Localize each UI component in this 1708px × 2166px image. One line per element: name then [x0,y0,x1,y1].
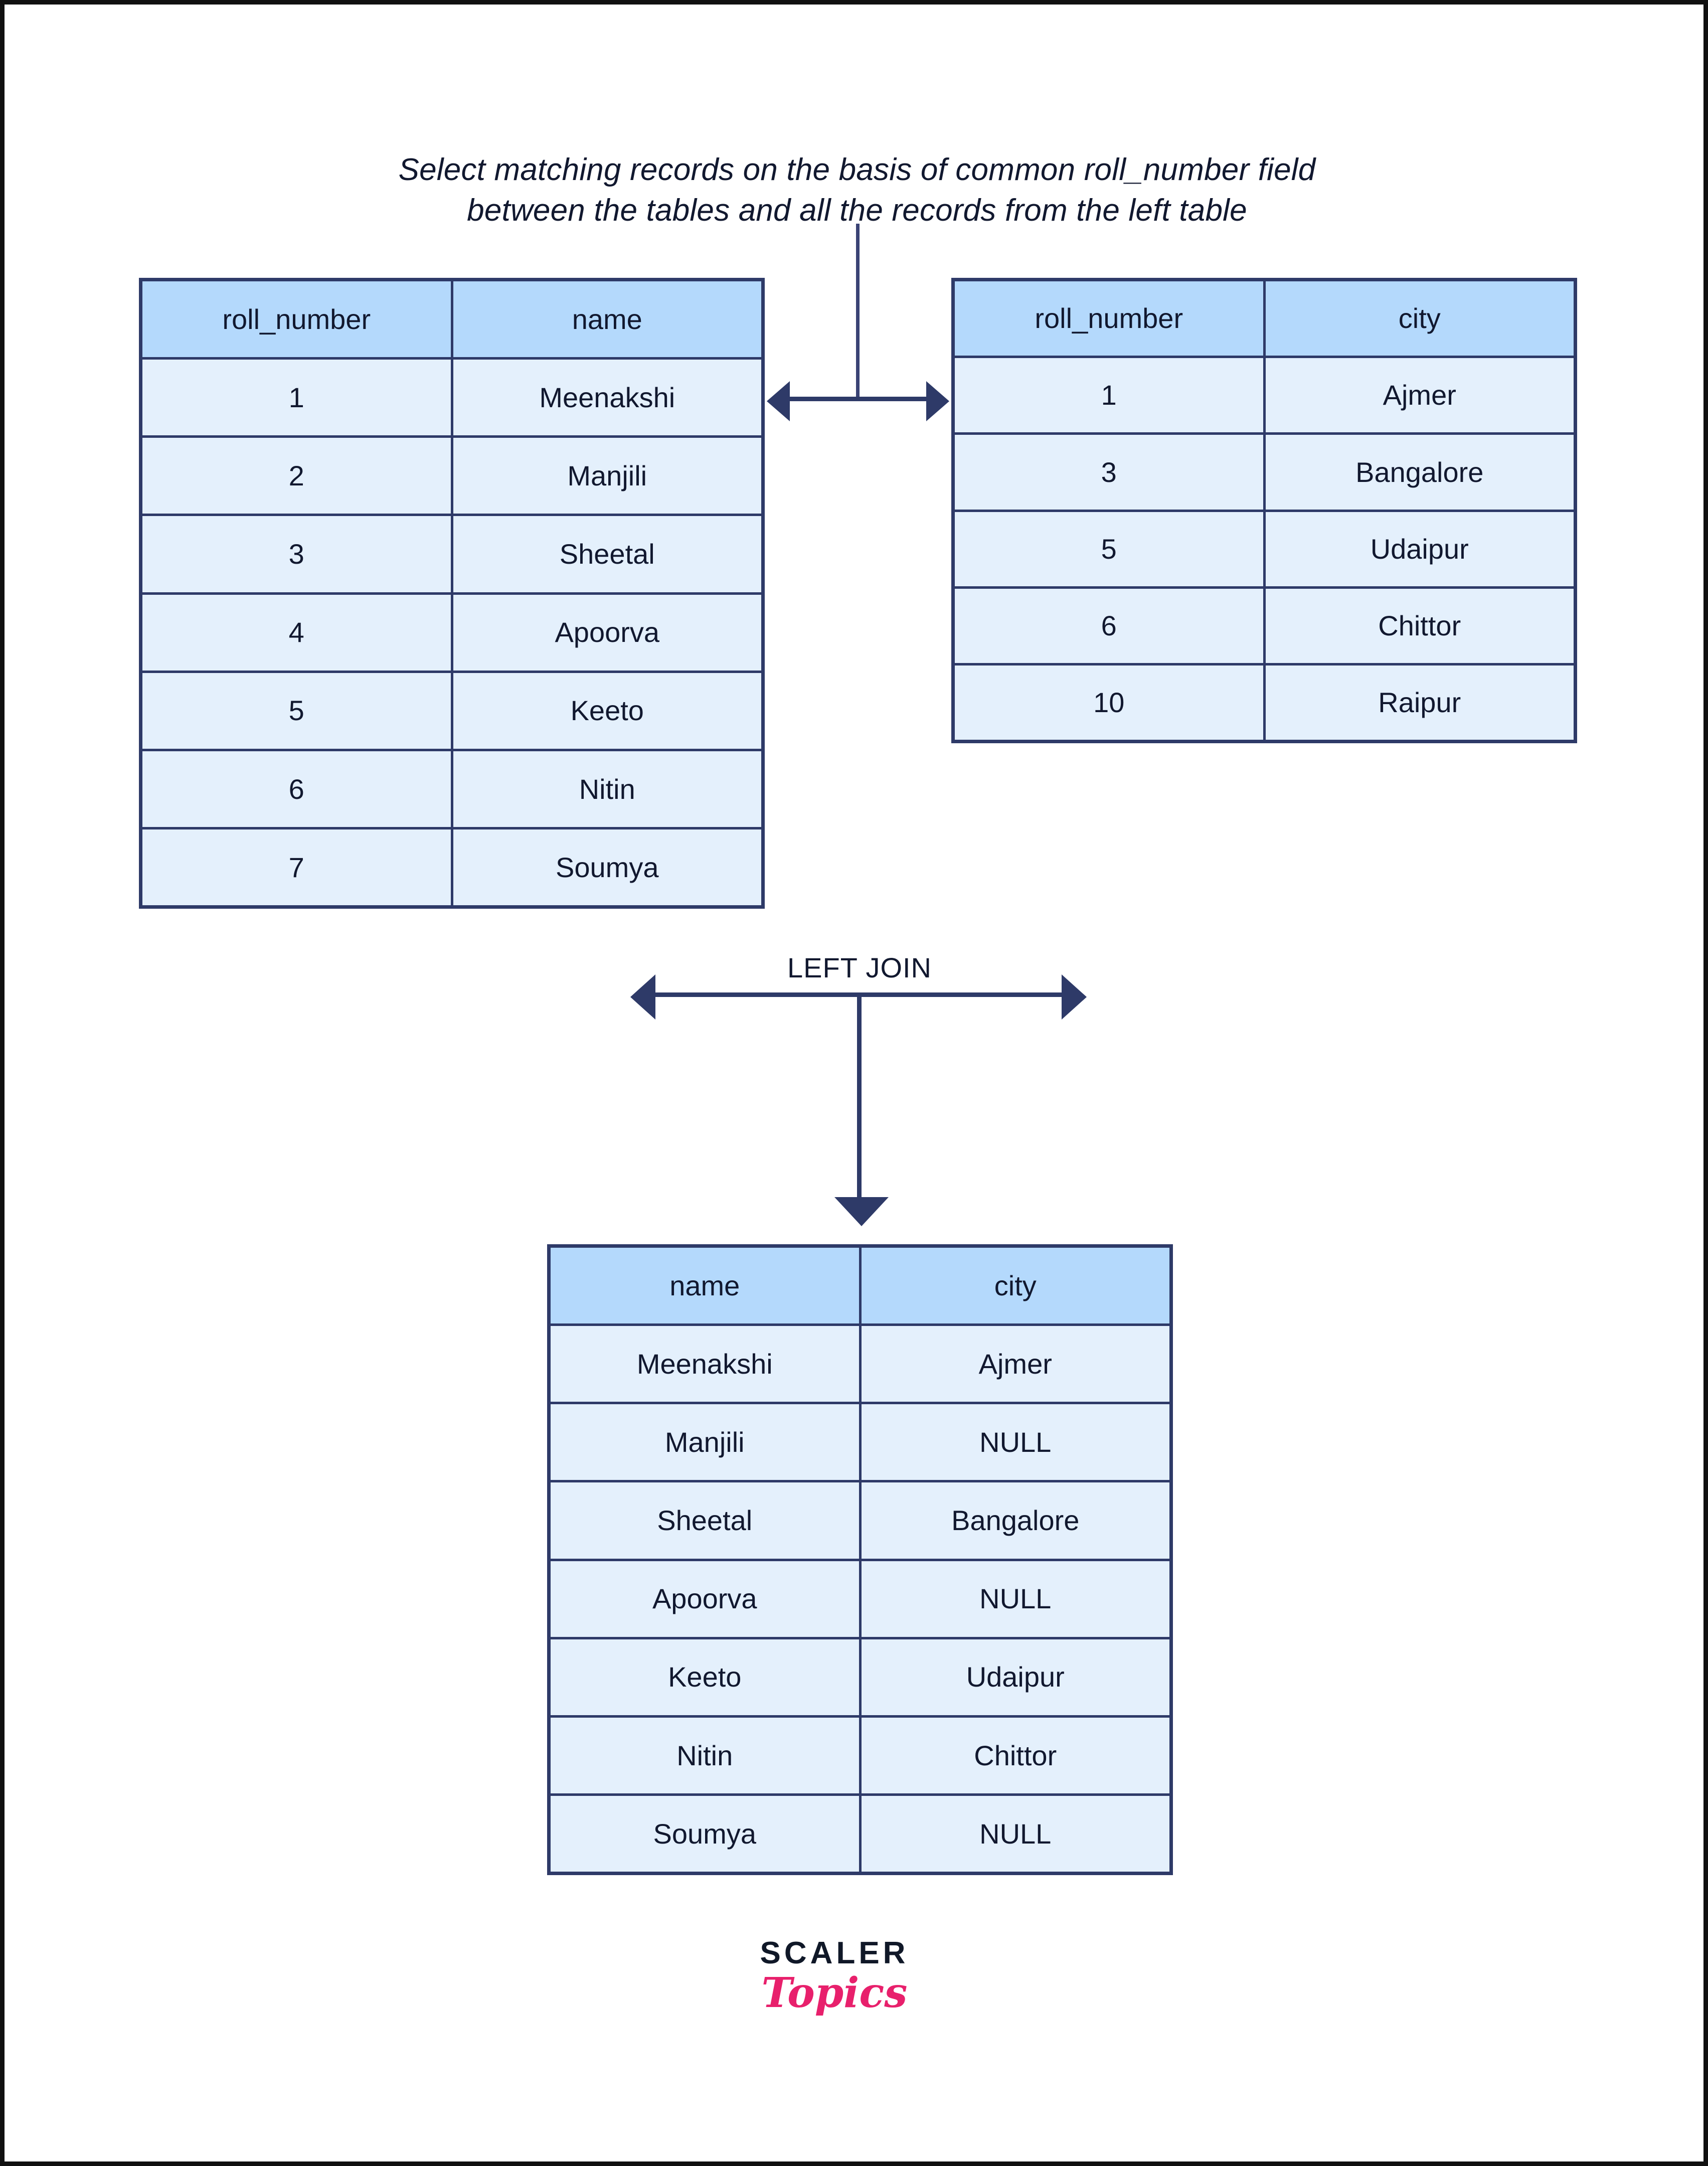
cell-roll-number: 7 [142,829,453,905]
right-arrowhead-icon [926,381,949,421]
table-row: 6 Nitin [142,751,761,829]
table-row: 1 Ajmer [955,358,1574,435]
table-row: Soumya NULL [551,1795,1169,1872]
table-row: Manjili NULL [551,1404,1169,1483]
left-arrowhead-icon [767,381,790,421]
cell-name: Apoorva [555,616,660,648]
caption-connector-line [856,224,860,399]
table-row: Keeto Udaipur [551,1639,1169,1718]
table-row: 6 Chittor [955,588,1574,665]
cell-name: Nitin [551,1717,862,1793]
cell-city: Raipur [1378,687,1461,719]
cell-city: NULL [979,1583,1052,1615]
cell-roll-number: 4 [142,594,453,671]
column-header-roll-number: roll_number [955,281,1266,356]
table-header-row: name city [551,1248,1169,1326]
table-row: 5 Udaipur [955,512,1574,589]
cell-roll-number: 6 [142,751,453,827]
table-row: 3 Sheetal [142,516,761,595]
cell-name: Apoorva [551,1561,862,1637]
column-header-roll-number: roll_number [142,281,453,358]
right-source-table: roll_number city 1 Ajmer 3 Bangalore 5 U… [951,278,1577,743]
cell-roll-number: 6 [955,588,1266,663]
cell-name: Sheetal [559,538,655,570]
cell-city: Udaipur [1370,533,1469,565]
column-header-name: name [572,303,642,335]
diagram-caption: Select matching records on the basis of … [255,150,1459,231]
table-row: 2 Manjili [142,438,761,517]
table-row: 5 Keeto [142,673,761,751]
down-arrowhead-icon [834,1197,889,1226]
cell-city: Ajmer [1383,379,1456,411]
cell-name: Soumya [551,1795,862,1872]
cell-roll-number: 1 [142,360,453,436]
table-row: 4 Apoorva [142,594,761,673]
column-header-name: name [551,1248,862,1324]
cell-roll-number: 5 [142,673,453,749]
cell-city: Udaipur [966,1661,1065,1693]
table-row: 7 Soumya [142,829,761,905]
caption-line-1: Select matching records on the basis of … [398,152,1316,187]
caption-line-2: between the tables and all the records f… [467,193,1247,228]
cell-name: Keeto [551,1639,862,1715]
table-header-row: roll_number name [142,281,761,360]
cell-name: Keeto [570,695,644,727]
cell-name: Meenakshi [551,1326,862,1402]
table-row: 1 Meenakshi [142,360,761,438]
cell-roll-number: 2 [142,438,453,514]
cell-city: Chittor [974,1739,1057,1771]
table-row: 3 Bangalore [955,435,1574,512]
cell-roll-number: 5 [955,512,1266,586]
join-result-table: name city Meenakshi Ajmer Manjili NULL S… [547,1244,1173,1875]
left-source-table: roll_number name 1 Meenakshi 2 Manjili 3… [139,278,765,909]
left-join-label: LEFT JOIN [787,952,932,983]
table-row: Sheetal Bangalore [551,1482,1169,1561]
cell-name: Meenakshi [539,381,675,413]
cell-city: NULL [979,1426,1052,1458]
logo-secondary-text: Topics [761,1969,908,2017]
cell-name: Manjili [551,1404,862,1480]
logo-primary-text: SCALER [760,1936,909,1970]
column-header-city: city [994,1269,1037,1301]
table-row: 10 Raipur [955,665,1574,740]
left-arrowhead-icon [630,974,655,1020]
left-join-arrow-line [652,992,1065,997]
cell-roll-number: 1 [955,358,1266,433]
cell-name: Sheetal [551,1482,862,1559]
cell-city: Chittor [1378,609,1461,641]
table-row: Meenakshi Ajmer [551,1326,1169,1405]
cell-roll-number: 3 [955,435,1266,510]
cell-city: Bangalore [951,1505,1080,1537]
cell-roll-number: 3 [142,516,453,592]
scaler-topics-logo: SCALER Topics [727,1935,942,2017]
cell-name: Soumya [556,851,659,883]
tables-connector-line [787,397,928,401]
table-header-row: roll_number city [955,281,1574,359]
cell-city: Ajmer [978,1348,1052,1380]
table-row: Nitin Chittor [551,1717,1169,1796]
result-connector-line [857,996,862,1200]
column-header-city: city [1398,302,1441,335]
cell-name: Nitin [579,773,635,805]
right-arrowhead-icon [1062,974,1087,1020]
cell-roll-number: 10 [955,665,1266,740]
cell-city: Bangalore [1355,456,1484,488]
cell-city: NULL [979,1817,1052,1850]
cell-name: Manjili [567,460,647,492]
table-row: Apoorva NULL [551,1561,1169,1639]
